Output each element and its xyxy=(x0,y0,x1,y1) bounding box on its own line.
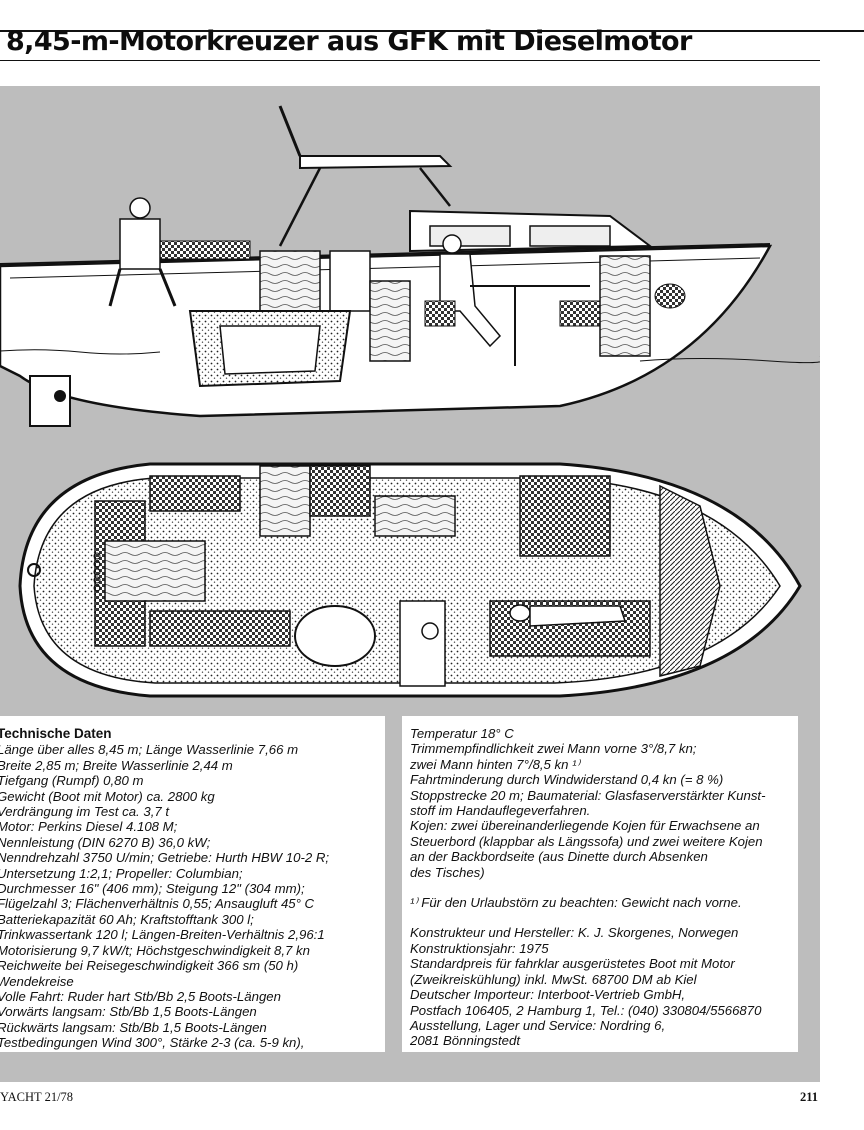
plan-view xyxy=(18,462,802,698)
side-section-view xyxy=(0,105,820,427)
tech-data-line: Nenndrehzahl 3750 U/min; Getriebe: Hurth… xyxy=(0,850,330,866)
technical-data-panel: Technische Daten Länge über alles 8,45 m… xyxy=(0,716,385,1052)
manufacturer-line: Standardpreis für fahrklar ausgerüstetes… xyxy=(410,956,735,972)
page-title: 8,45-m-Motorkreuzer aus GFK mit Dieselmo… xyxy=(6,26,692,57)
tech-data-line: Batteriekapazität 60 Ah; Kraftstofftank … xyxy=(0,911,254,927)
tech-data-line: Länge über alles 8,45 m; Länge Wasserlin… xyxy=(0,742,299,758)
tech-data-line: Reichweite bei Reisegeschwindigkeit 366 … xyxy=(0,958,299,974)
boat-drawings-svg xyxy=(0,105,820,698)
test-note-line: stoff im Handauflegeverfahren. xyxy=(410,803,591,819)
tech-data-line: Nennleistung (DIN 6270 B) 36,0 kW; xyxy=(0,834,211,850)
tech-data-line: Volle Fahrt: Ruder hart Stb/Bb 2,5 Boots… xyxy=(0,988,281,1004)
top-rule xyxy=(0,30,864,32)
manufacturer-line: 2081 Bönningstedt xyxy=(410,1033,520,1049)
page-number: 211 xyxy=(800,1090,819,1104)
magazine-issue: YACHT 21/78 xyxy=(0,1090,74,1104)
spacer xyxy=(402,910,798,925)
manufacturer-line: Ausstellung, Lager und Service: Nordring… xyxy=(410,1017,666,1033)
manufacturer-line: Konstrukteur und Hersteller: K. J. Skorg… xyxy=(410,925,739,941)
tech-data-line: Testbedingungen Wind 300°, Stärke 2-3 (c… xyxy=(0,1035,305,1051)
spacer xyxy=(402,880,798,895)
test-note-line: Trimmempfindlichkeit zwei Mann vorne 3°/… xyxy=(410,741,697,757)
test-note-line: an der Backbordseite (aus Dinette durch … xyxy=(410,849,708,865)
tech-data-line: Rückwärts langsam: Stb/Bb 1,5 Boots-Läng… xyxy=(0,1019,267,1035)
test-note-line: Temperatur 18° C xyxy=(410,726,514,741)
tech-data-line: Vorwärts langsam: Stb/Bb 1,5 Boots-Länge… xyxy=(0,1004,257,1020)
tech-data-line: Trinkwassertank 120 l; Längen-Breiten-Ve… xyxy=(0,927,325,943)
manufacturer-line: Konstruktionsjahr: 1975 xyxy=(410,940,549,956)
manufacturer-line: Postfach 106405, 2 Hamburg 1, Tel.: (040… xyxy=(410,1002,762,1018)
tech-data-line: Gewicht (Boot mit Motor) ca. 2800 kg xyxy=(0,788,215,804)
test-note-line: Fahrtminderung durch Windwiderstand 0,4 … xyxy=(410,772,724,788)
test-details-panel: Temperatur 18° C Trimmempfindlichkeit zw… xyxy=(402,716,798,1052)
title-underline xyxy=(0,60,820,61)
test-note-line: zwei Mann hinten 7°/8,5 kn ¹⁾ xyxy=(410,756,580,772)
technical-data-heading: Technische Daten xyxy=(0,726,112,741)
test-note-line: Stoppstrecke 20 m; Baumaterial: Glasfase… xyxy=(410,787,766,803)
tech-data-line: Verdrängung im Test ca. 3,7 t xyxy=(0,804,170,820)
footnote: ¹⁾ Für den Urlaubstörn zu beachten: Gewi… xyxy=(410,895,742,911)
tech-data-line: Motor: Perkins Diesel 4.108 M; xyxy=(0,819,178,835)
manufacturer-line: (Zweikreiskühlung) inkl. MwSt. 68700 DM … xyxy=(410,971,697,987)
test-note-line: des Tisches) xyxy=(410,864,485,880)
tech-data-line: Flügelzahl 3; Flächenverhältnis 0,55; An… xyxy=(0,896,315,912)
tech-data-line: Tiefgang (Rumpf) 0,80 m xyxy=(0,773,144,789)
test-note-line: Kojen: zwei übereinanderliegende Kojen f… xyxy=(410,818,760,834)
tech-data-line: Untersetzung 1:2,1; Propeller: Columbian… xyxy=(0,865,243,881)
test-note-line: Steuerbord (klappbar als Längssofa) und … xyxy=(410,833,763,849)
tech-data-line: Breite 2,85 m; Breite Wasserlinie 2,44 m xyxy=(0,757,233,773)
tech-data-line: Durchmesser 16" (406 mm); Steigung 12" (… xyxy=(0,881,305,897)
tech-data-line: Motorisierung 9,7 kW/t; Höchstgeschwindi… xyxy=(0,942,310,958)
manufacturer-line: Deutscher Importeur: Interboot-Vertrieb … xyxy=(410,987,686,1003)
tech-data-line: Wendekreise xyxy=(0,973,74,989)
